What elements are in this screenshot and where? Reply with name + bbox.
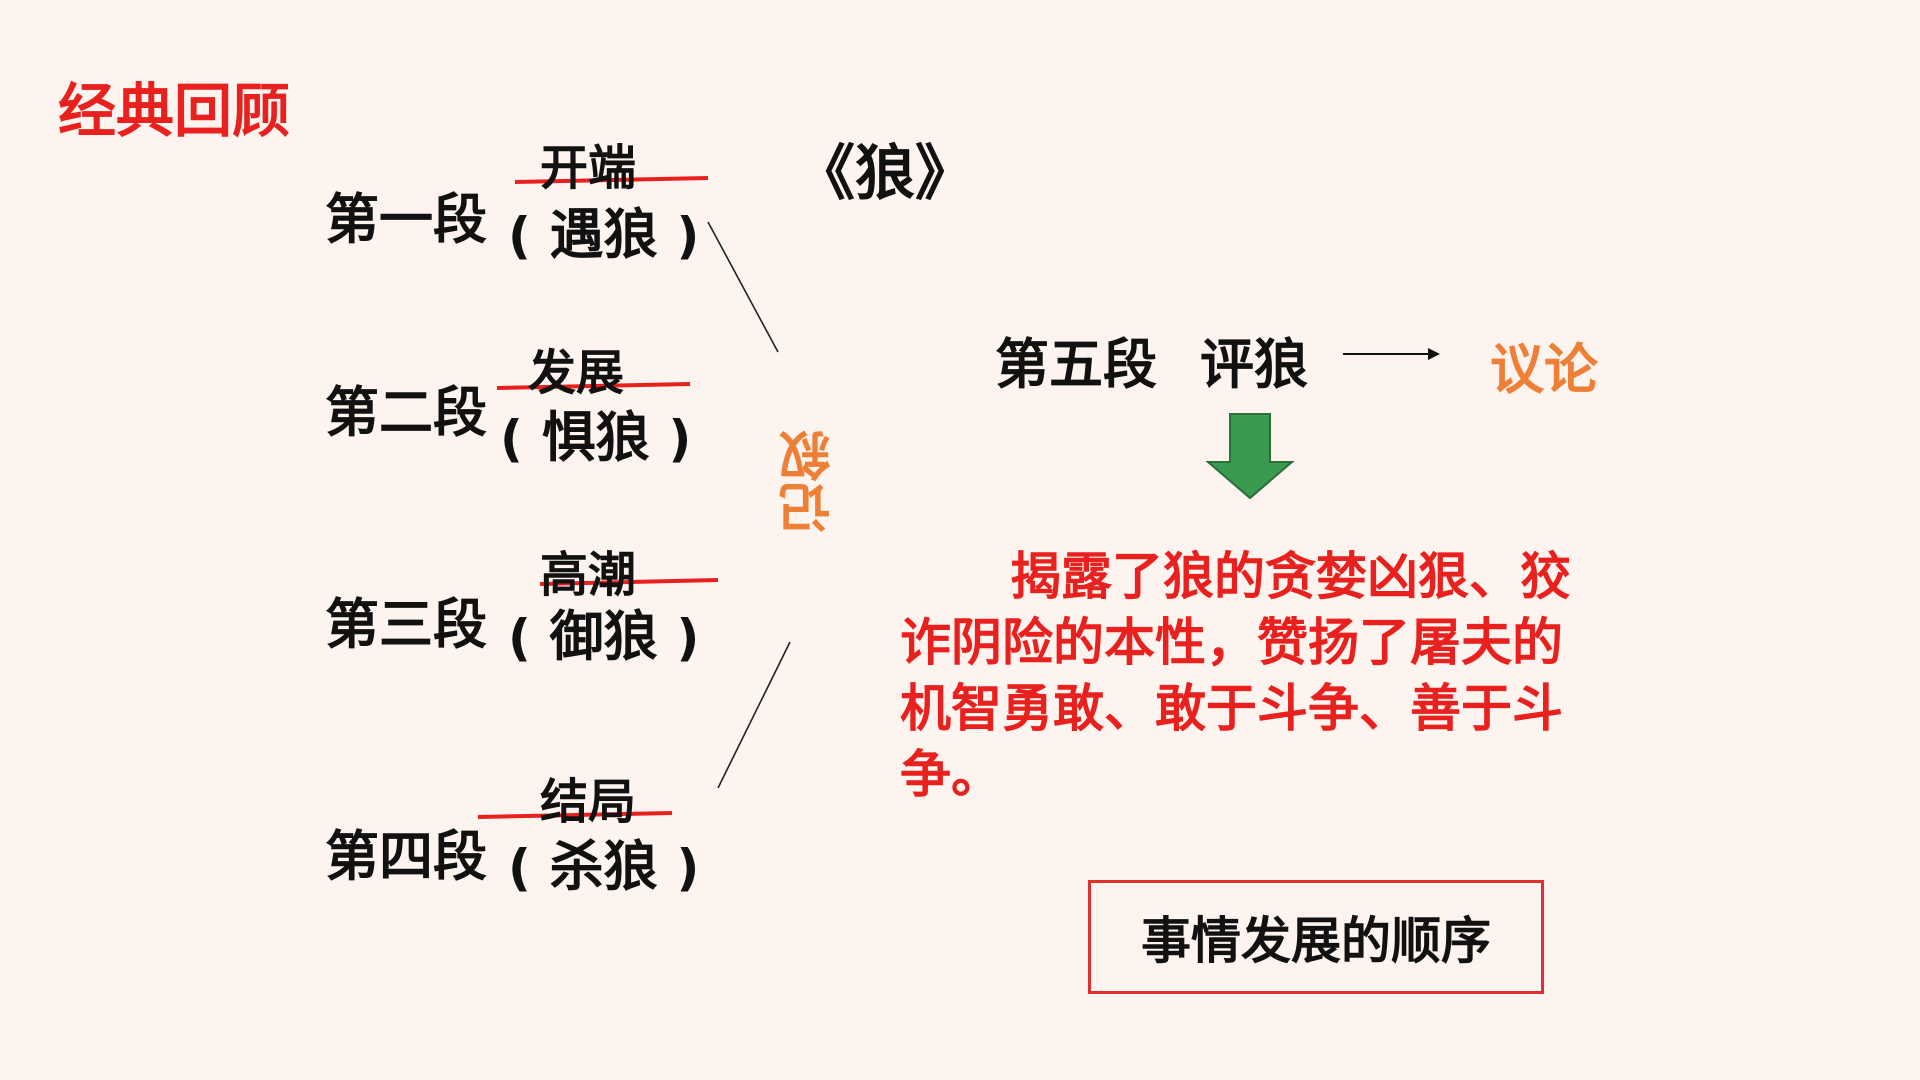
stage-underline-3 xyxy=(539,578,719,586)
segment-event-1: ( 遇狼 ) xyxy=(508,190,699,269)
summary-text: 事情发展的顺序 xyxy=(1141,912,1491,970)
segment-label-2: 第二段 xyxy=(325,381,487,444)
stage-underline-4 xyxy=(477,811,673,819)
stage-label-4: 结局 xyxy=(540,774,637,830)
stage-underline-2 xyxy=(496,382,691,390)
segment-event-3: ( 御狼 ) xyxy=(508,592,699,671)
arrow-to-argument-head xyxy=(1428,348,1440,360)
stage-label-2: 发展 xyxy=(528,345,625,401)
event-text-3: 御狼 xyxy=(549,605,658,668)
summary-box: 事情发展的顺序 xyxy=(1088,880,1544,994)
close-paren: ) xyxy=(676,839,700,897)
slide-title: 经典回顾 xyxy=(58,77,291,145)
theme-text: 揭露了狼的贪婪凶狠、狡诈阴险的本性，赞扬了屠夫的机智勇敢、敢于斗争、善于斗争。 xyxy=(900,548,1572,805)
segment-label-3: 第三段 xyxy=(325,593,487,656)
event-text-4: 杀狼 xyxy=(549,835,658,898)
close-paren: ) xyxy=(676,609,700,667)
event-text-1: 遇狼 xyxy=(549,203,658,266)
work-title: 《狼》 xyxy=(795,139,975,209)
down-arrow-icon xyxy=(1205,413,1295,500)
segment-event-2: ( 惧狼 ) xyxy=(500,393,691,472)
open-paren: ( xyxy=(500,410,523,468)
argument-label: 议论 xyxy=(1490,338,1598,401)
segment-label-5: 第五段 xyxy=(995,333,1157,396)
stage-underline-1 xyxy=(514,176,709,184)
bracket-line-top xyxy=(707,221,779,353)
open-paren: ( xyxy=(508,609,531,667)
open-paren: ( xyxy=(508,207,531,265)
segment-label-1: 第一段 xyxy=(325,188,487,251)
stage-label-1: 开端 xyxy=(540,140,637,196)
event-text-2: 惧狼 xyxy=(541,406,650,469)
open-paren: ( xyxy=(508,839,531,897)
segment-event-5: 评狼 xyxy=(1200,333,1308,396)
close-paren: ) xyxy=(676,207,700,265)
stage-label-3: 高潮 xyxy=(540,547,637,603)
bracket-line-bottom xyxy=(717,641,791,789)
narration-label: 记叙 xyxy=(780,430,840,534)
segment-label-4: 第四段 xyxy=(325,825,487,888)
close-paren: ) xyxy=(668,410,692,468)
segment-event-4: ( 杀狼 ) xyxy=(508,822,699,901)
